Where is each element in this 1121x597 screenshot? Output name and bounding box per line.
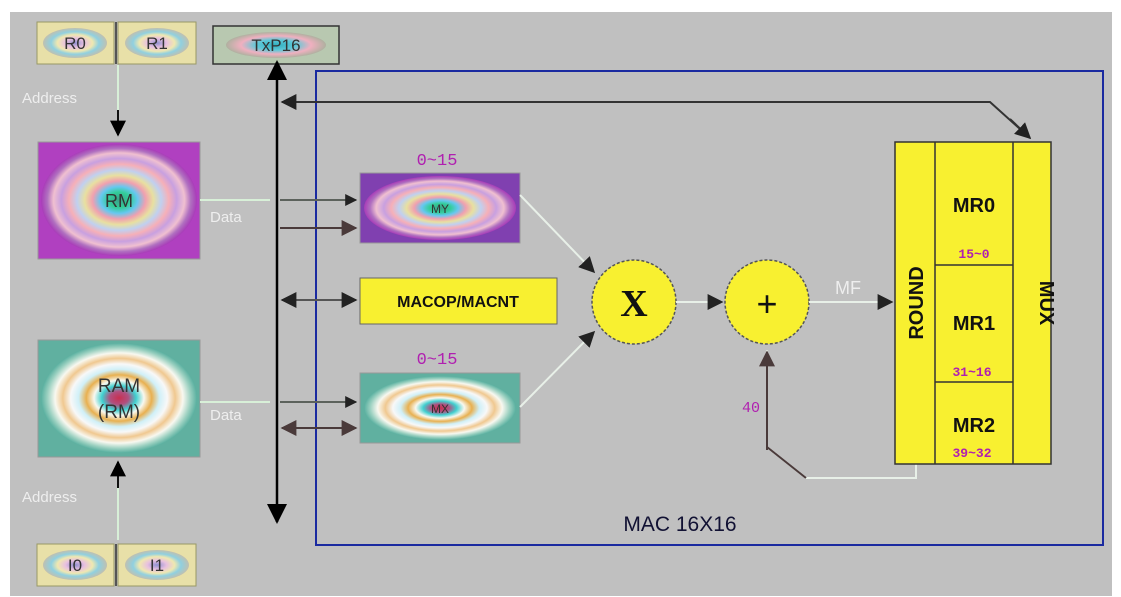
multiply-symbol: X — [620, 283, 647, 325]
rom-block: RM — [37, 141, 201, 260]
txp16-block: TxP16 — [212, 25, 340, 65]
mx-register: MX — [359, 372, 521, 444]
txp16-label: TxP16 — [251, 36, 300, 55]
macop-macnt-label: MACOP/MACNT — [397, 294, 519, 311]
register-i1-label: I1 — [150, 556, 164, 575]
ram-label-line1: RAM — [98, 376, 140, 397]
mf-label: MF — [835, 278, 861, 298]
register-i0: I0 — [36, 543, 115, 587]
feedback-40-label: 40 — [742, 400, 760, 417]
mux-label: MUX — [1035, 281, 1057, 326]
data-top-label: Data — [210, 209, 242, 226]
mr1-range: 31~16 — [952, 365, 991, 380]
ram-label-line2: (RM) — [98, 402, 140, 423]
register-i1: I1 — [117, 543, 197, 587]
adder-node: + — [724, 259, 810, 345]
mr2-label: MR2 — [953, 415, 995, 437]
data-bottom-label: Data — [210, 407, 242, 424]
mr0-range: 15~0 — [958, 247, 989, 262]
macop-macnt-block: MACOP/MACNT — [359, 277, 558, 325]
register-r0-label: R0 — [64, 34, 86, 53]
register-r1: R1 — [117, 21, 197, 65]
mx-register-label: MX — [431, 402, 449, 416]
register-r0: R0 — [36, 21, 115, 65]
ram-block: RAM (RM) — [37, 339, 201, 458]
rom-label: RM — [105, 191, 133, 211]
my-register-label: MY — [431, 202, 449, 216]
mac-label: MAC 16X16 — [623, 513, 736, 536]
multiplier-node: X — [591, 259, 677, 345]
mr2-range: 39~32 — [952, 446, 991, 461]
mac-enclosure — [315, 70, 1104, 546]
my-register: MY — [359, 172, 521, 244]
range-bottom-label: 0~15 — [417, 351, 458, 370]
register-r1-label: R1 — [146, 34, 168, 53]
mr0-label: MR0 — [953, 195, 995, 217]
round-label: ROUND — [906, 266, 928, 339]
register-i0-label: I0 — [68, 556, 82, 575]
address-bottom-label: Address — [22, 489, 77, 506]
add-symbol: + — [756, 283, 777, 324]
round-mr-mux-block: ROUND MUX MR0 15~0 MR1 31~16 MR2 39~32 — [894, 141, 1057, 465]
range-top-label: 0~15 — [417, 152, 458, 171]
mr1-label: MR1 — [953, 313, 995, 335]
address-top-label: Address — [22, 90, 77, 107]
